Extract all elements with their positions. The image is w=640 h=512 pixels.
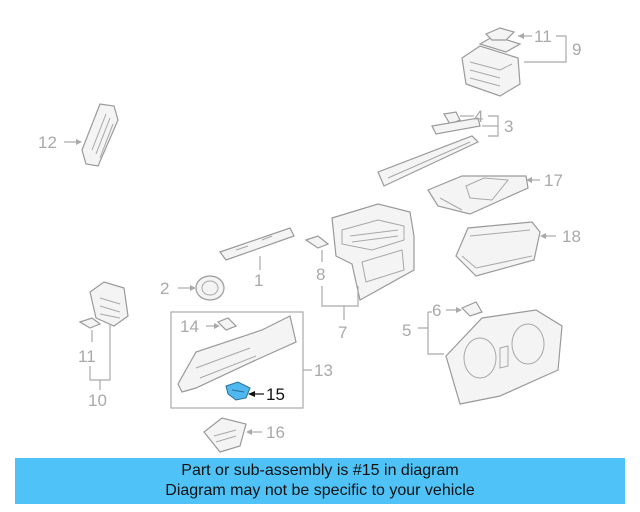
callout-14: 14: [180, 317, 199, 336]
part-18-storage-box[interactable]: [455, 221, 541, 277]
part-3-trim-strip[interactable]: [431, 117, 481, 135]
callout-16: 16: [266, 423, 285, 442]
part-17-center-panel[interactable]: [427, 175, 529, 215]
banner-line-1: Part or sub-assembly is #15 in diagram: [181, 462, 459, 479]
part-9-vent[interactable]: [461, 35, 522, 97]
info-banner: Part or sub-assembly is #15 in diagram D…: [15, 458, 625, 504]
callout-5: 5: [402, 321, 411, 340]
part-12-side-vent[interactable]: [81, 103, 119, 167]
part-11-clip-top[interactable]: [484, 27, 516, 41]
callout-12: 12: [38, 133, 57, 152]
callout-6: 6: [432, 301, 441, 320]
callout-4: 4: [474, 107, 483, 126]
part-8-clip[interactable]: [304, 235, 330, 249]
part-5-instrument-cluster[interactable]: [445, 309, 563, 405]
part-7-center-bezel[interactable]: [331, 203, 415, 301]
callout-1: 1: [254, 271, 263, 290]
part-13-lower-panel[interactable]: [177, 315, 297, 393]
part-4-clip[interactable]: [443, 111, 461, 125]
part-16-latch[interactable]: [203, 417, 247, 453]
callout-11-left: 11: [78, 347, 96, 366]
banner-line-2: Diagram may not be specific to your vehi…: [165, 482, 475, 499]
part-11-clip-left[interactable]: [78, 317, 102, 329]
callout-10: 10: [88, 391, 107, 410]
dash-trim-long[interactable]: [377, 135, 480, 187]
callout-7: 7: [338, 323, 347, 342]
part-1-dash-trim[interactable]: [219, 227, 295, 261]
callout-13: 13: [314, 361, 333, 380]
callout-9: 9: [572, 40, 581, 59]
part-14-clip[interactable]: [216, 317, 238, 331]
callout-17: 17: [544, 171, 563, 190]
callout-3: 3: [504, 117, 513, 136]
callout-11: 11: [534, 27, 552, 46]
callout-18: 18: [562, 227, 581, 246]
part-15-highlighted[interactable]: [225, 381, 251, 401]
part-2-round-switch[interactable]: [195, 275, 225, 301]
callout-2: 2: [160, 279, 169, 298]
callout-8: 8: [316, 265, 325, 284]
part-6-clip[interactable]: [460, 301, 483, 317]
callout-15: 15: [266, 385, 285, 404]
part-10-left-vent[interactable]: [89, 281, 129, 327]
part-13-group-box: [170, 311, 304, 409]
